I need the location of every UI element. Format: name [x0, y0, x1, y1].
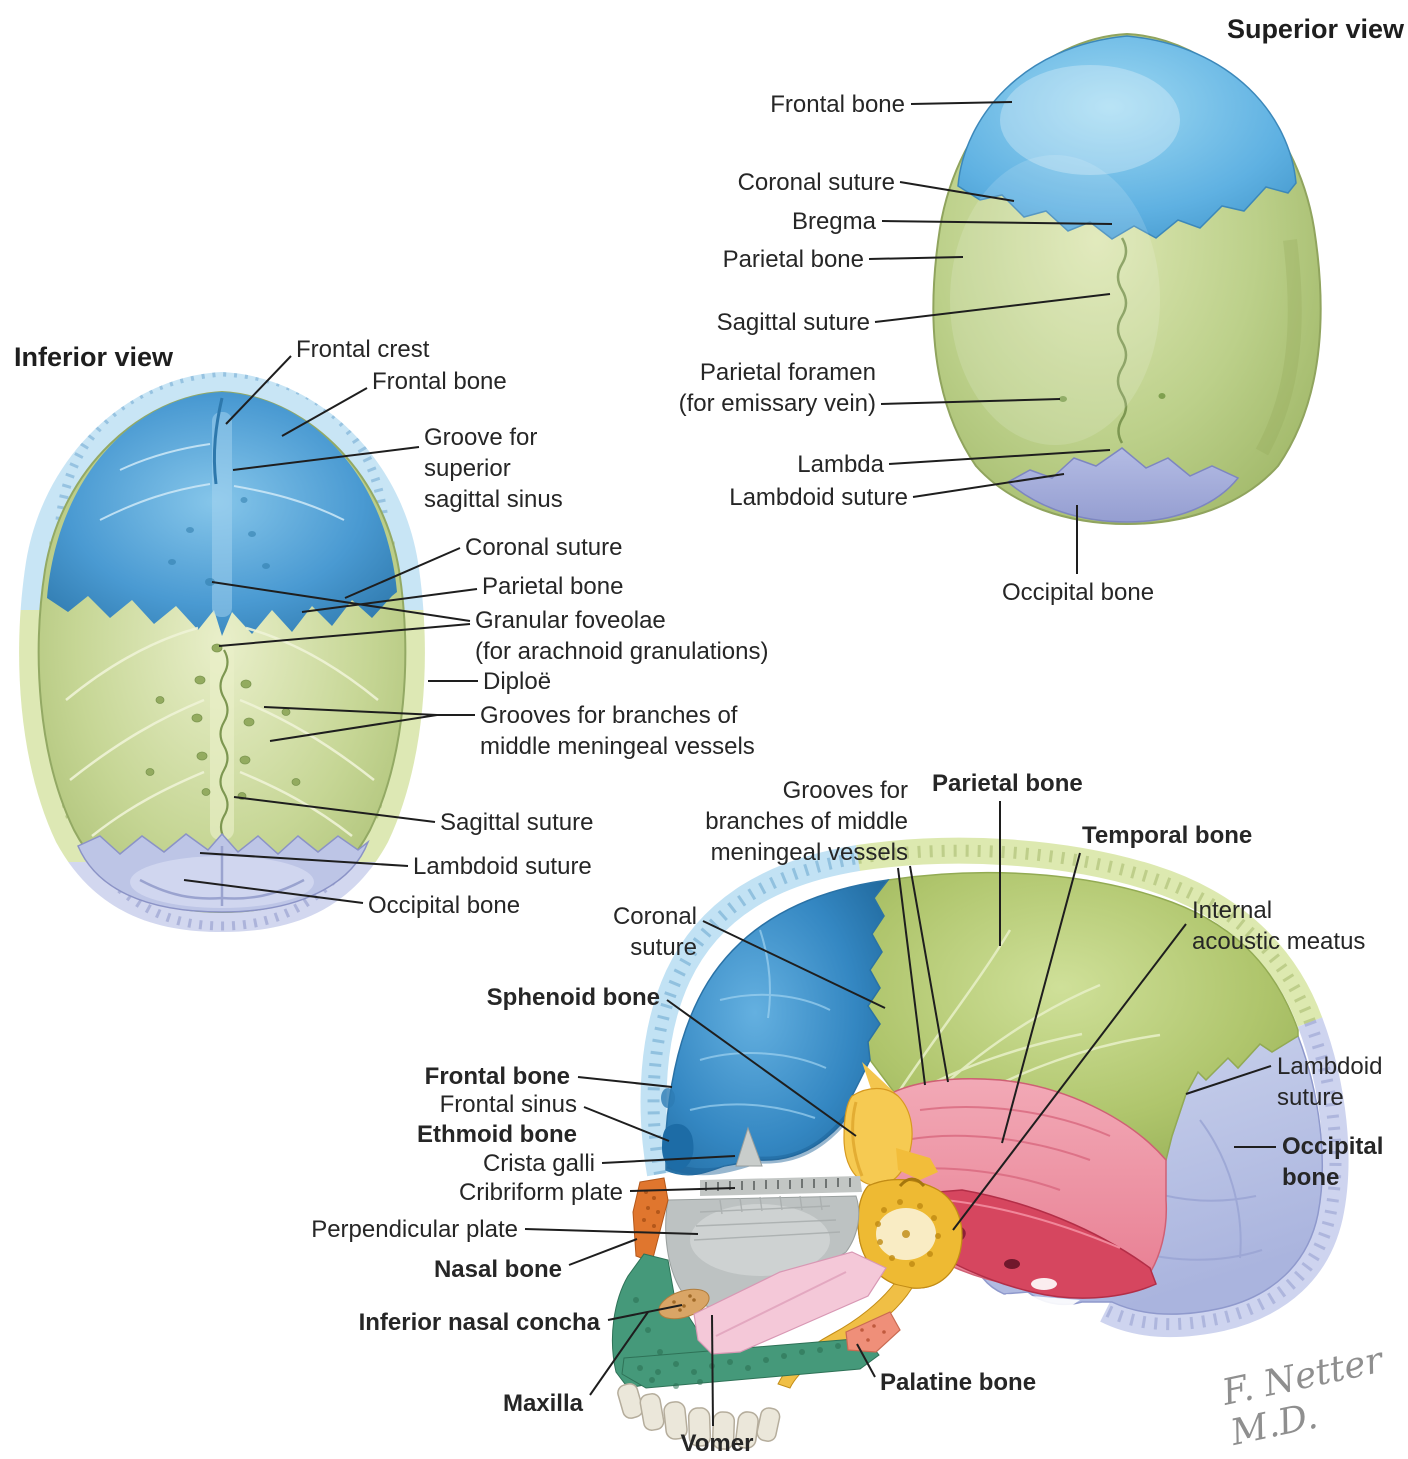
cribriform-slits — [705, 1178, 851, 1191]
frontal-vessel-grooves — [99, 443, 345, 521]
occipital-bone-shape-superior — [1006, 447, 1240, 523]
highlight — [1000, 65, 1180, 175]
frontal-pits — [168, 497, 270, 586]
inferior-nasal-concha-shape — [658, 1288, 710, 1320]
crista-galli-shape — [735, 1126, 763, 1167]
label-granular-foveolae: Granular foveolae (for arachnoid granula… — [475, 607, 769, 665]
label-occipital-bone-inferior: Occipital bone — [368, 892, 521, 919]
wing-shading — [851, 1101, 864, 1177]
label-perpendicular-plate: Perpendicular plate — [311, 1216, 518, 1243]
label-lambdoid-suture-superior: Lambdoid suture — [729, 484, 908, 511]
label-frontal-sinus: Frontal sinus — [439, 1091, 577, 1118]
frontal-crest-line — [212, 397, 224, 485]
palatine-speckles — [860, 1324, 886, 1342]
teeth-row — [617, 1383, 781, 1450]
label-frontal-crest: Frontal crest — [296, 336, 430, 363]
meningeal-vessel-grooves-lateral — [898, 929, 1161, 1107]
sagittal-suture-line-superior — [1116, 237, 1128, 444]
label-parietal-foramen: Parietal foramen (for emissary vein) — [678, 359, 876, 417]
sphenoid-junction — [862, 1062, 894, 1098]
basal-notch — [1031, 1278, 1057, 1290]
label-frontal-bone-lateral: Frontal bone — [424, 1063, 570, 1090]
shading — [1255, 239, 1302, 456]
vomer-shape — [693, 1251, 887, 1355]
spongy-bone-dots — [633, 1297, 841, 1389]
label-diploe: Diploë — [483, 668, 552, 695]
label-coronal-suture-inferior: Coronal suture — [465, 534, 623, 561]
label-parietal-bone-lateral: Parietal bone — [932, 770, 1083, 797]
label-occipital-bone-lateral: Occipital bone — [1282, 1133, 1384, 1191]
label-inferior-nasal-concha: Inferior nasal concha — [358, 1309, 600, 1336]
label-coronal-suture-lateral: Coronal suture — [612, 903, 697, 961]
label-bregma: Bregma — [791, 208, 876, 235]
groove-superior-sagittal-sinus — [212, 412, 232, 617]
label-cribriform-plate: Cribriform plate — [458, 1179, 623, 1206]
frontal-sinus-upper-pocket — [661, 1088, 675, 1108]
anterior-clinoid-shape — [896, 1148, 938, 1180]
concha-speckles — [672, 1294, 696, 1312]
meningeal-vessel-grooves — [65, 626, 379, 837]
parietal-foramen-right — [1158, 393, 1166, 399]
leader-lines — [183, 101, 1276, 1427]
label-crista-galli: Crista galli — [482, 1150, 595, 1177]
label-lambdoid-suture-lateral: Lambdoid suture — [1277, 1053, 1383, 1111]
frontal-sinus-shape — [662, 1123, 694, 1171]
label-frontal-bone-inferior: Frontal bone — [372, 368, 507, 395]
palatine-bone-shape — [845, 1311, 901, 1353]
label-sagittal-suture-superior: Sagittal suture — [716, 309, 870, 336]
foramen-magnum-gap — [1006, 1294, 1080, 1312]
parietal-foramen-left — [1059, 396, 1067, 402]
lateral-view-illustration — [611, 837, 1349, 1450]
frontal-gyri-lines — [689, 929, 831, 1119]
vomer-ridge — [715, 1271, 847, 1337]
diploe-speckle — [82, 843, 362, 931]
label-parietal-bone-superior: Parietal bone — [722, 246, 864, 273]
sella-turcica-notch — [898, 1177, 926, 1188]
cribriform-plate-shape — [700, 1176, 862, 1196]
inferior-view-title: Inferior view — [14, 342, 174, 372]
superior-view-title: Superior view — [1226, 14, 1404, 44]
label-grooves-meningeal-lateral: Grooves for branches of middle meningeal… — [705, 777, 908, 866]
frontal-bone-shape-superior — [957, 35, 1297, 240]
label-sphenoid-bone: Sphenoid bone — [486, 984, 660, 1011]
occipital-crest-lines — [139, 846, 305, 906]
superior-view-illustration — [932, 32, 1322, 526]
label-internal-acoustic-meatus: Internal acoustic meatus — [1192, 897, 1366, 955]
granular-foveolae-dots — [145, 643, 301, 800]
label-lambda: Lambda — [797, 451, 884, 478]
parietal-rim-band — [856, 837, 1323, 1027]
label-sagittal-suture-inferior: Sagittal suture — [440, 809, 594, 836]
label-grooves-meningeal-inferior: Grooves for branches of middle meningeal… — [480, 702, 755, 760]
diploe-speckle — [55, 372, 389, 521]
occipital-rim-band — [1100, 1017, 1349, 1338]
label-occipital-bone-superior: Occipital bone — [1001, 579, 1155, 606]
label-ethmoid-bone: Ethmoid bone — [417, 1121, 577, 1148]
sagittal-suture-line-inferior — [219, 649, 229, 839]
label-temporal-bone: Temporal bone — [1082, 822, 1253, 849]
frontal-rim-band — [640, 845, 861, 1177]
label-vomer: Vomer — [680, 1430, 754, 1457]
sphenoid-honeycomb — [875, 1199, 941, 1267]
label-lambdoid-suture-inferior: Lambdoid suture — [413, 853, 592, 880]
plate-striations — [693, 1195, 841, 1241]
label-maxilla: Maxilla — [502, 1390, 583, 1417]
label-coronal-suture-superior: Coronal suture — [737, 169, 895, 196]
label-groove-superior-sagittal-sinus: Groove for superior sagittal sinus — [424, 424, 563, 513]
label-palatine-bone: Palatine bone — [880, 1369, 1037, 1396]
label-frontal-bone-superior: Frontal bone — [770, 91, 905, 118]
jugular-foramen-slit — [1004, 1259, 1020, 1269]
label-parietal-bone-inferior: Parietal bone — [482, 573, 624, 600]
label-nasal-bone: Nasal bone — [433, 1256, 562, 1283]
